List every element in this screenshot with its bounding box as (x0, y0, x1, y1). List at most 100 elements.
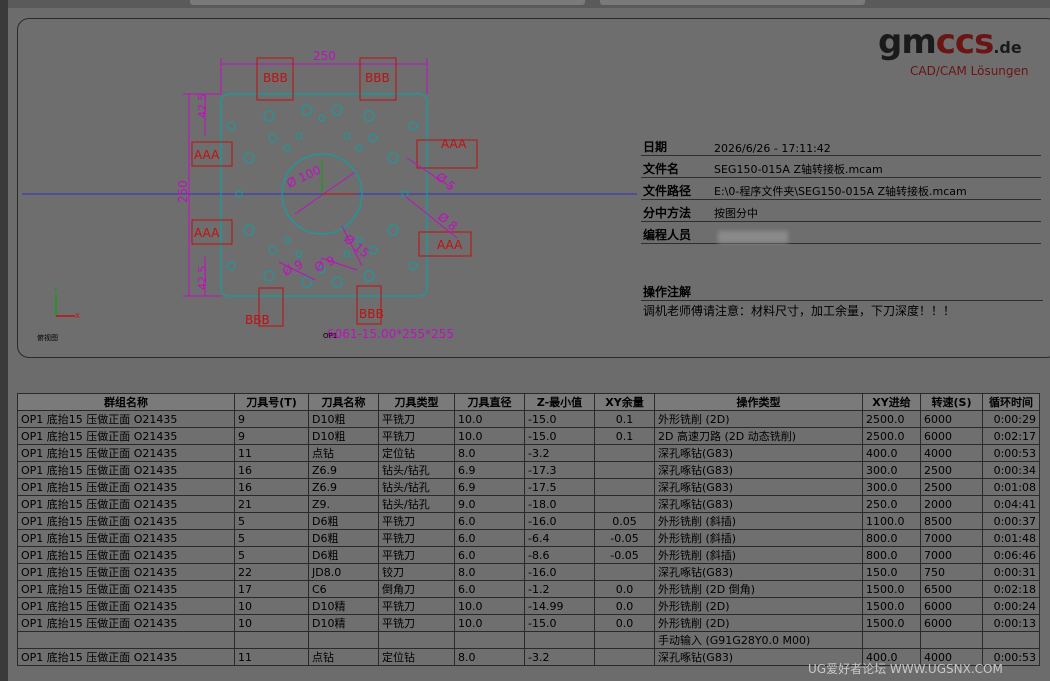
table-cell: 8.0 (454, 648, 525, 666)
table-cell (594, 648, 655, 666)
table-cell: 4000 (920, 444, 983, 462)
table-cell: 5 (234, 546, 309, 564)
table-cell: 800.0 (862, 546, 921, 564)
table-cell: 手动输入 (G91G28Y0.0 M00) (654, 631, 863, 649)
table-cell: D10粗 (308, 410, 379, 428)
forum-watermark: UG爱好者论坛 WWW.UGSNX.COM (808, 662, 1003, 676)
table-cell: 深孔啄钻(G83) (654, 563, 863, 581)
column-header[interactable]: 群组名称 (17, 393, 235, 411)
table-cell: OP1 底抬15 压做正面 O21435 (17, 444, 235, 462)
table-cell: 150.0 (862, 563, 921, 581)
table-cell: OP1 底抬15 压做正面 O21435 (17, 529, 235, 547)
column-header[interactable]: 刀具名称 (308, 393, 379, 411)
bbb-label-3: BBB (245, 313, 270, 327)
column-header[interactable]: 循环时间 (982, 393, 1040, 411)
table-cell: -0.05 (594, 546, 655, 564)
part-drawing: 250 250 42.5 42.5 Ø 100 Ø 5 Ø 8 Ø 15 Ø 9… (22, 49, 637, 342)
table-cell: 深孔啄钻(G83) (654, 648, 863, 666)
column-header[interactable]: 转速(S) (920, 393, 983, 411)
top-tab-right[interactable] (600, 0, 865, 5)
table-cell: 2500.0 (862, 427, 921, 445)
bbb-label-4: BBB (359, 307, 384, 321)
notes-title: 操作注解 (641, 283, 1043, 301)
table-cell: 0:04:41 (982, 495, 1040, 513)
table-cell: OP1 底抬15 压做正面 O21435 (17, 597, 235, 615)
bbb-label-2: BBB (365, 71, 390, 85)
table-cell: Z6.9 (308, 461, 379, 479)
table-cell: -17.5 (524, 478, 595, 496)
table-cell: 0:01:48 (982, 529, 1040, 547)
table-cell: -15.0 (524, 427, 595, 445)
top-tab-left[interactable] (190, 0, 585, 5)
table-cell (594, 461, 655, 479)
table-cell: 6.0 (454, 512, 525, 530)
table-cell (594, 478, 655, 496)
column-header[interactable]: Z-最小值 (524, 393, 595, 411)
column-header[interactable]: XY进给 (862, 393, 921, 411)
table-cell: 5 (234, 512, 309, 530)
table-cell: -15.0 (524, 410, 595, 428)
column-header[interactable]: 刀具类型 (378, 393, 455, 411)
table-cell: 外形铣削 (2D) (654, 410, 863, 428)
hole-dim-9b: Ø 9 (312, 253, 337, 275)
table-cell: -6.4 (524, 529, 595, 547)
table-cell: 6000 (920, 614, 983, 632)
table-cell: 6.0 (454, 580, 525, 598)
table-row[interactable]: 手动输入 (G91G28Y0.0 M00) (17, 631, 1040, 649)
hole-pattern (226, 104, 418, 288)
column-header[interactable]: XY余量 (594, 393, 655, 411)
column-header[interactable]: 操作类型 (654, 393, 863, 411)
table-cell: 1500.0 (862, 597, 921, 615)
table-cell: 4000 (920, 648, 983, 666)
table-cell: 深孔啄钻(G83) (654, 478, 863, 496)
table-cell: 外形铣削 (2D) (654, 614, 863, 632)
table-cell: 10 (234, 597, 309, 615)
table-cell: 16 (234, 478, 309, 496)
table-cell: 9.0 (454, 495, 525, 513)
aaa-label-2: AAA (194, 226, 220, 240)
column-header[interactable]: 刀具号(T) (234, 393, 309, 411)
table-cell: D6粗 (308, 529, 379, 547)
table-cell: OP1 底抬15 压做正面 O21435 (17, 495, 235, 513)
table-cell: 0.0 (594, 597, 655, 615)
table-cell: OP1 底抬15 压做正面 O21435 (17, 648, 235, 666)
column-header[interactable]: 刀具直径 (454, 393, 525, 411)
table-cell: C6 (308, 580, 379, 598)
aaa-label-1: AAA (194, 148, 220, 162)
center-bore (281, 153, 363, 235)
material-label: 6061-15.00*255*255 (327, 327, 454, 341)
table-cell: 16 (234, 461, 309, 479)
table-cell: 0:06:46 (982, 546, 1040, 564)
table-cell: D10粗 (308, 427, 379, 445)
table-cell: 0:00:53 (982, 444, 1040, 462)
table-cell (17, 631, 235, 649)
aaa-label-4: AAA (437, 238, 463, 252)
table-cell: 0.0 (594, 580, 655, 598)
hole-dim-5: Ø 5 (433, 170, 458, 194)
table-cell: -8.6 (524, 546, 595, 564)
table-cell: OP1 底抬15 压做正面 O21435 (17, 563, 235, 581)
table-cell: 750 (920, 563, 983, 581)
table-cell: 钻头/钻孔 (378, 495, 455, 513)
op-label: OP1 (323, 332, 337, 340)
hole-dim-8: Ø 8 (435, 210, 460, 234)
table-cell: D10精 (308, 597, 379, 615)
table-cell: 深孔啄钻(G83) (654, 444, 863, 462)
table-cell: 1500.0 (862, 614, 921, 632)
